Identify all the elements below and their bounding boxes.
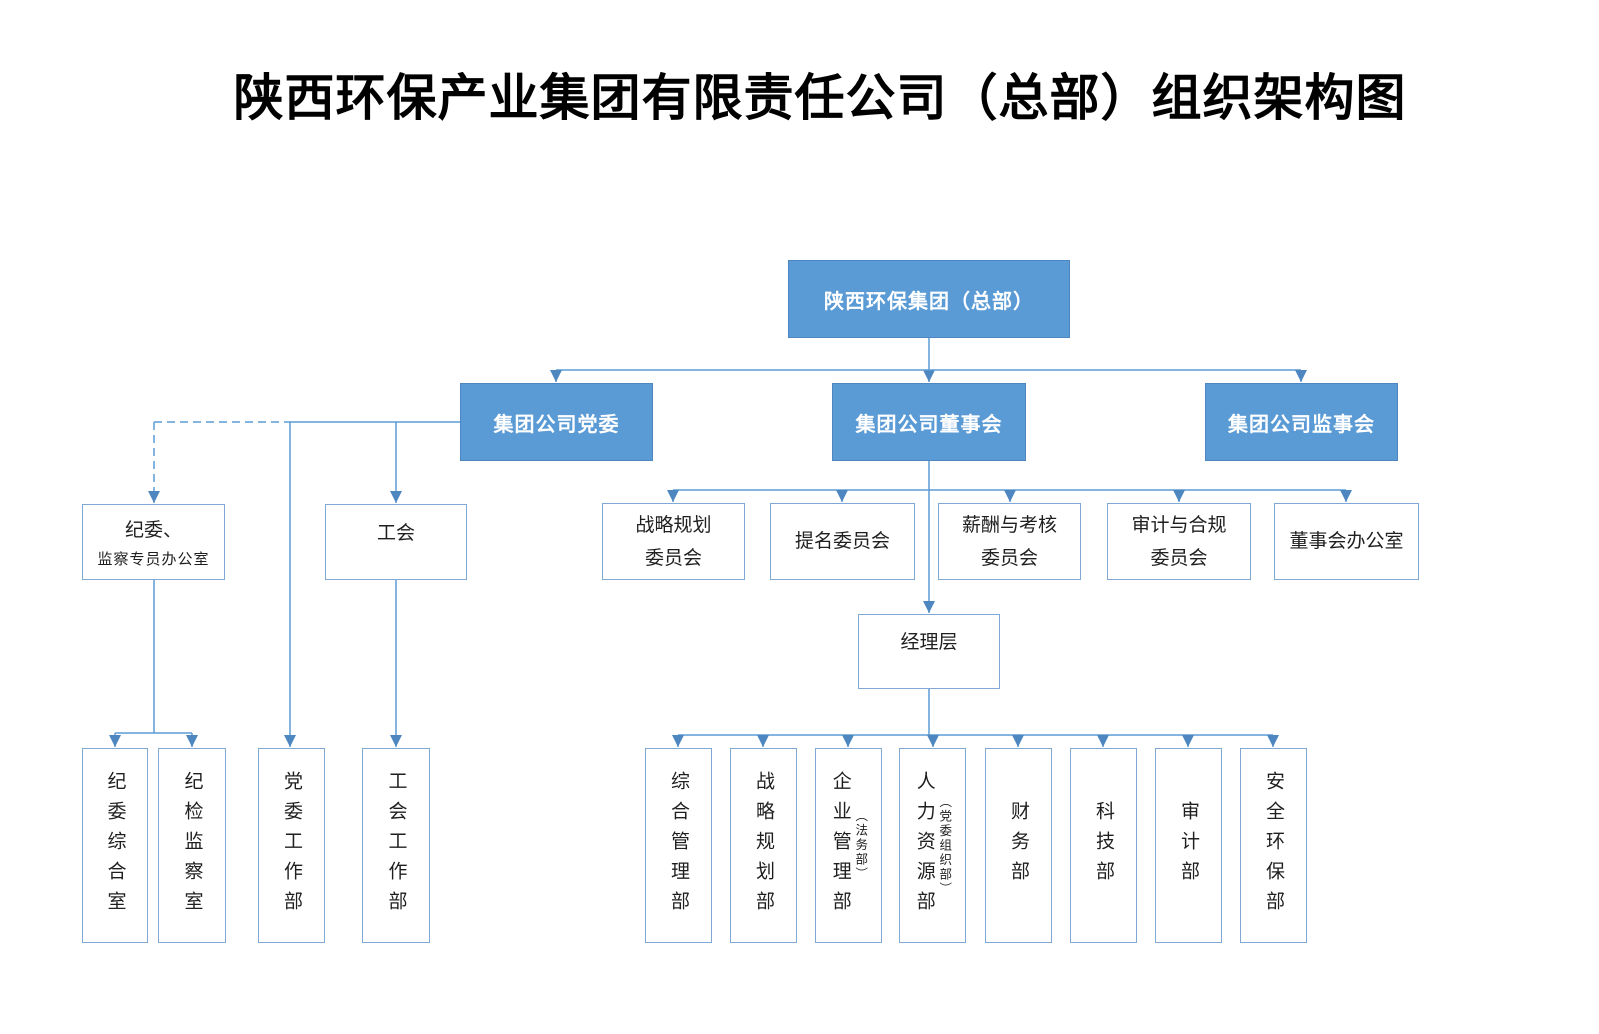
org-node-labor-union: 工会 (325, 504, 467, 580)
org-node-board: 集团公司董事会 (832, 383, 1026, 461)
committee-label: 委员会 (980, 547, 1038, 569)
org-node-management-level-label: 经理层 (900, 632, 958, 653)
org-node-party-work-dept: 党委工作部 (258, 748, 325, 943)
org-node-strategic-planning-dept: 战略规划部 (730, 748, 797, 943)
org-node-management-level: 经理层 (858, 614, 1000, 689)
org-node-board-office: 董事会办公室 (1274, 503, 1419, 580)
org-node-party-committee-label: 集团公司党委 (493, 413, 620, 436)
department-label: 企业管理部 (829, 770, 851, 921)
org-node-discipline-general-office: 纪委综合室 (82, 748, 148, 943)
org-node-hr-dept: 人力资源部 （党委组织部） (899, 748, 966, 943)
department-label: 工会工作部 (385, 770, 407, 921)
org-node-discipline-office: 纪委、 监察专员办公室 (82, 504, 225, 580)
org-node-enterprise-management-dept: 企业管理部 （法务部） (815, 748, 882, 943)
department-label: 人力资源部 (913, 770, 935, 921)
org-node-audit-compliance-committee: 审计与合规 委员会 (1107, 503, 1251, 580)
org-node-group-hq: 陕西环保集团（总部） (788, 260, 1070, 338)
org-node-safety-environment-dept: 安全环保部 (1240, 748, 1307, 943)
department-label: 科技部 (1093, 800, 1114, 891)
committee-label: 委员会 (644, 547, 702, 569)
department-label: 审计部 (1178, 800, 1199, 891)
department-label: 纪检监察室 (181, 770, 203, 921)
org-node-nomination-committee: 提名委员会 (770, 503, 915, 580)
department-label: 安全环保部 (1263, 770, 1284, 921)
committee-label: 战略规划 (635, 514, 712, 536)
org-node-party-committee: 集团公司党委 (460, 383, 653, 461)
org-node-discipline-inspection-office: 纪检监察室 (158, 748, 226, 943)
department-label: 党委工作部 (281, 770, 302, 921)
org-node-discipline-office-line1: 纪委、 (124, 520, 182, 541)
department-label: 纪委综合室 (104, 770, 126, 921)
org-node-discipline-office-line2: 监察专员办公室 (97, 551, 210, 568)
committee-label: 董事会办公室 (1289, 531, 1404, 552)
chart-title: 陕西环保产业集团有限责任公司（总部）组织架构图 (233, 70, 1407, 126)
committee-label: 委员会 (1150, 547, 1208, 569)
committee-label: 薪酬与考核 (961, 514, 1057, 536)
committee-label: 审计与合规 (1131, 514, 1227, 536)
org-node-strategy-committee: 战略规划 委员会 (602, 503, 745, 580)
org-node-union-work-dept: 工会工作部 (362, 748, 430, 943)
department-label: 财务部 (1008, 800, 1029, 891)
org-node-audit-dept: 审计部 (1155, 748, 1222, 943)
department-note: （法务部） (853, 809, 868, 882)
org-node-finance-dept: 财务部 (985, 748, 1052, 943)
org-node-compensation-committee: 薪酬与考核 委员会 (938, 503, 1081, 580)
committee-label: 提名委员会 (794, 531, 890, 552)
department-label: 战略规划部 (753, 770, 774, 921)
org-node-supervisory-board-label: 集团公司监事会 (1228, 413, 1375, 436)
org-node-labor-union-label: 工会 (376, 522, 415, 544)
org-node-technology-dept: 科技部 (1070, 748, 1137, 943)
org-node-supervisory-board: 集团公司监事会 (1205, 383, 1398, 461)
org-node-group-hq-label: 陕西环保集团（总部） (824, 290, 1034, 313)
org-node-general-management-dept: 综合管理部 (645, 748, 712, 943)
org-node-board-label: 集团公司董事会 (855, 413, 1003, 436)
department-label: 综合管理部 (668, 770, 689, 921)
department-note: （党委组织部） (937, 794, 952, 897)
